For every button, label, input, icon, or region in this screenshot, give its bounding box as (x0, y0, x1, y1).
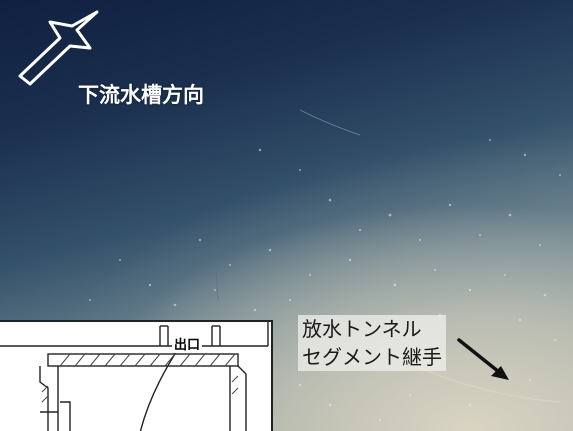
downstream-direction-label: 下流水槽方向 (78, 83, 204, 107)
tunnel-joint-label-line2: セグメント継手 (302, 345, 442, 369)
outlet-structure-drawing-inset: 出口 (0, 320, 273, 431)
arrow-down-right-icon (457, 338, 509, 380)
hollow-arrow-up-left-icon (18, 10, 99, 86)
outlet-label: 出口 (172, 334, 203, 353)
tunnel-segment-joint-label: 放水トンネル セグメント継手 (298, 315, 446, 371)
tunnel-joint-label-line1: 放水トンネル (302, 317, 422, 341)
outlet-structure-drawing (0, 322, 269, 431)
